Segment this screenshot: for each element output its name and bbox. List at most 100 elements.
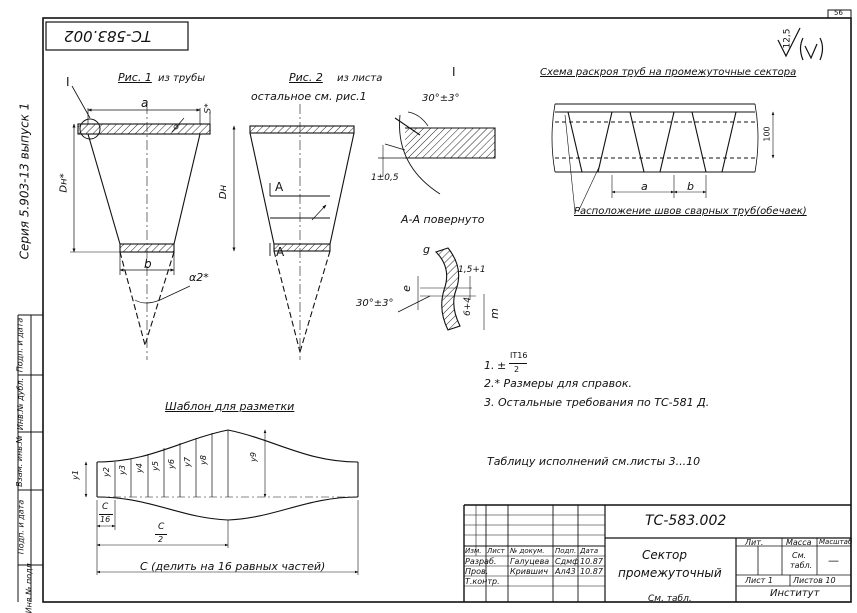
note-2: 2.* Размеры для справок.: [484, 377, 633, 390]
template-c2-den: 2: [158, 535, 164, 544]
roughness-value: 12,5: [782, 28, 793, 49]
section-aa-angle: 30°±3°: [356, 298, 394, 309]
fig2-cut-a-bottom: А: [276, 245, 285, 259]
scale-value: —: [828, 554, 839, 567]
lit-header: Лит.: [745, 538, 764, 547]
fig1-section-mark: I: [66, 75, 70, 89]
template-c16-den: 16: [100, 515, 111, 524]
title-block-grid: [463, 504, 851, 602]
scale-header: Масштаб: [819, 538, 853, 546]
row-2-sign: Ал43: [555, 567, 576, 576]
hdr-podp: Подп.: [555, 547, 577, 555]
template-y5: y5: [150, 461, 160, 471]
table-reference: Таблицу исполнений см.листы 3...10: [487, 455, 701, 468]
template-c2-num: C: [158, 522, 165, 532]
hdr-date: Дата: [580, 547, 599, 555]
doc-code-upside: ТС-583.002: [64, 27, 152, 45]
cut-scheme-title: Схема раскроя труб на промежуточные сект…: [540, 67, 797, 78]
note-1-prefix: 1.: [484, 359, 495, 372]
title-block-name-2: промежуточный: [618, 566, 722, 580]
template-y9: y9: [248, 452, 258, 462]
section-aa-g: g: [423, 243, 430, 256]
hdr-list: Лист: [487, 547, 505, 555]
fig1-dim-dn: Dн*: [58, 173, 70, 193]
row-1-sign: Сдмф: [555, 557, 579, 566]
cut-scheme-drawing: [551, 103, 775, 213]
fig2-cut-a-top: А: [275, 180, 284, 194]
mass-header: Масса: [786, 538, 812, 547]
section-aa-dim2: 6+4: [463, 297, 473, 316]
template-c16-bar: [99, 514, 113, 515]
fig1-dim-b: b: [144, 257, 152, 271]
fig1-dim-a: a: [141, 96, 149, 110]
cut-scheme-dim-100: 100: [762, 126, 772, 142]
template-y4: y4: [134, 463, 144, 473]
template-y3: y3: [117, 465, 127, 475]
mass-value-1: См.: [792, 551, 807, 560]
template-y7: y7: [182, 457, 192, 467]
row-1-date: 10.87: [580, 557, 603, 566]
fig2-note: остальное см. рис.1: [251, 90, 367, 103]
template-drawing: [84, 429, 359, 575]
cut-scheme-dim-a: a: [641, 180, 648, 193]
note-1-plusminus: ±: [497, 359, 507, 372]
detail-i-tol: 1±0,5: [371, 173, 399, 183]
template-c16-num: C: [102, 502, 109, 512]
title-block-name-1: Сектор: [642, 548, 687, 562]
side-stamp-5: Инв.№ подл.: [24, 560, 34, 613]
org-label: Институт: [770, 588, 820, 599]
template-y8: y8: [198, 455, 208, 465]
fig2-title: Рис. 2: [289, 71, 323, 84]
mass-value-2: табл.: [790, 561, 813, 570]
template-y2: y2: [101, 467, 111, 477]
note-1-fraction-bar: [509, 363, 527, 364]
cut-scheme-dim-b: b: [687, 180, 694, 193]
section-aa-e: e: [399, 285, 413, 292]
fig1-title: Рис. 1: [118, 71, 152, 84]
fig2-drawing: [232, 104, 355, 360]
side-stamp-1: Подп. и дата: [15, 317, 25, 373]
fig1-dim-s: S*: [203, 103, 214, 114]
detail-i-angle: 30°±3°: [422, 93, 460, 104]
fig1-drawing: [70, 85, 211, 360]
fig1-dim-alpha: α2*: [189, 271, 209, 284]
bottom-cut-text: См. табл.: [648, 594, 692, 604]
sheet-number: 56: [834, 9, 843, 17]
detail-i-drawing: [378, 111, 496, 195]
template-c2-bar: [155, 534, 167, 535]
row-2-date: 10.87: [580, 567, 603, 576]
note-3: 3. Остальные требования по ТС-581 Д.: [484, 396, 710, 409]
hdr-izm: Изм.: [465, 547, 482, 555]
template-y6: y6: [166, 459, 176, 469]
template-title: Шаблон для разметки: [165, 400, 295, 413]
detail-i-mark: I: [452, 65, 456, 79]
fig2-dim-dn: Dн: [218, 184, 230, 200]
row-2-role: Пров.: [465, 567, 489, 576]
row-1-role: Разраб.: [465, 557, 497, 566]
fig2-subtitle: из листа: [337, 73, 383, 84]
cut-scheme-seam-note: Расположение швов сварных труб(обечаек): [574, 206, 807, 217]
sheet-frame: [17, 9, 852, 603]
template-c-note: C (делить на 16 равных частей): [140, 560, 326, 573]
sheets-label: Листов 10: [793, 576, 836, 585]
side-stamp-3: Взам. инв.№: [14, 435, 24, 487]
row-2-name: Крившич: [510, 567, 548, 576]
side-stamp-2: Инв.№ дубл.: [16, 377, 26, 431]
template-y1: y1: [70, 470, 80, 480]
fig1-subtitle: из трубы: [158, 73, 206, 84]
hdr-doc: № докум.: [510, 547, 545, 555]
row-3-role: Т.контр.: [465, 577, 500, 586]
sheet-label: Лист 1: [745, 576, 773, 585]
roughness-symbol: [777, 27, 824, 61]
note-1-denominator: 2: [514, 365, 520, 374]
note-1-numerator: IT16: [510, 351, 528, 360]
section-aa-title: А-А повернуто: [401, 213, 485, 226]
section-aa-dim1: 1,5+1: [458, 265, 486, 275]
side-stamp-4: Подп. и дата: [16, 499, 26, 555]
section-aa-drawing: [397, 247, 485, 331]
section-aa-m: m: [487, 308, 501, 319]
row-1-name: Галуцева: [510, 557, 550, 566]
title-block-doc-code: ТС-583.002: [645, 513, 727, 529]
series-label: Серия 5.903-13 выпуск 1: [17, 102, 32, 260]
